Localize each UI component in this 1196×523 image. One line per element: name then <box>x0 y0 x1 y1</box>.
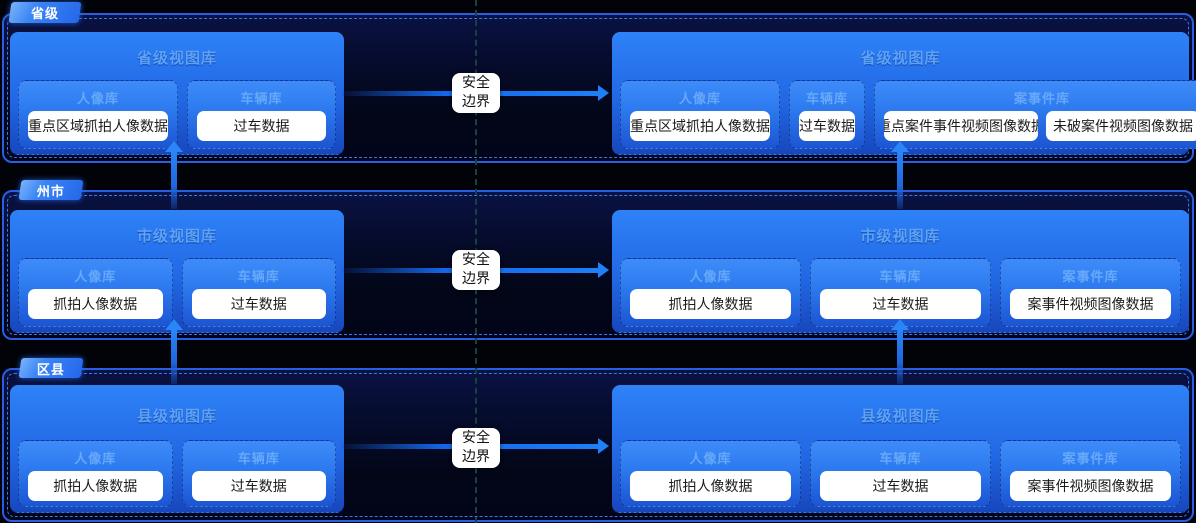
sub-library-vehicle: 车辆库 过车数据 <box>789 80 865 149</box>
tag-district: 区县 <box>18 358 84 378</box>
sub-library-title: 车辆库 <box>879 270 922 285</box>
library-title: 县级视图库 <box>136 407 217 425</box>
library-title: 市级视图库 <box>860 227 941 245</box>
sub-library-face: 人像库 抓拍人像数据 <box>18 258 173 327</box>
library-title: 省级视图库 <box>136 49 217 67</box>
sub-library-case: 案事件库 案事件视频图像数据 <box>1000 258 1181 327</box>
data-item: 过车数据 <box>799 111 855 141</box>
sub-library-title: 车辆库 <box>805 92 848 107</box>
data-item: 过车数据 <box>820 289 981 319</box>
data-item: 过车数据 <box>820 471 981 501</box>
city-left-library-box: 市级视图库 人像库 抓拍人像数据 车辆库 过车数据 <box>10 210 344 333</box>
provincial-left-library-box: 省级视图库 人像库 重点区域抓拍人像数据 车辆库 过车数据 <box>10 32 344 155</box>
sub-library-title: 人像库 <box>689 270 732 285</box>
security-boundary-label: 安全边界 <box>452 73 500 113</box>
sub-library-vehicle: 车辆库 过车数据 <box>810 258 991 327</box>
provincial-right-library-box: 省级视图库 人像库 重点区域抓拍人像数据 车辆库 过车数据 案事件库 重点案件事… <box>612 32 1196 155</box>
sub-library-face: 人像库 抓拍人像数据 <box>18 440 173 507</box>
sub-library-title: 人像库 <box>74 452 117 467</box>
security-boundary-label: 安全边界 <box>452 428 500 468</box>
data-item: 过车数据 <box>191 289 326 319</box>
city-right-library-box: 市级视图库 人像库 抓拍人像数据 车辆库 过车数据 案事件库 案事件视频图像数据 <box>612 210 1189 333</box>
sub-library-title: 车辆库 <box>240 92 283 107</box>
tier-prefecture: 市级视图库 人像库 抓拍人像数据 车辆库 过车数据 市级视图库 人像库 抓拍人像… <box>2 190 1194 340</box>
arrow-city-to-provincial-left <box>165 141 183 209</box>
tag-provincial: 省级 <box>8 2 82 23</box>
sub-library-vehicle: 车辆库 过车数据 <box>181 440 336 507</box>
data-item: 过车数据 <box>197 111 326 141</box>
sub-library-vehicle: 车辆库 过车数据 <box>810 440 991 507</box>
tag-prefecture: 州市 <box>18 180 84 200</box>
data-item: 过车数据 <box>191 471 326 501</box>
library-title: 县级视图库 <box>860 407 941 425</box>
sub-library-case: 案事件库 重点案件事件视频图像数据 未破案件视频图像数据 <box>874 80 1196 149</box>
sub-library-face: 人像库 抓拍人像数据 <box>620 440 801 507</box>
data-item: 抓拍人像数据 <box>28 289 163 319</box>
data-item: 重点区域抓拍人像数据 <box>630 111 770 141</box>
library-title: 省级视图库 <box>860 49 941 67</box>
sub-library-title: 案事件库 <box>1013 92 1070 107</box>
arrow-county-to-city-left <box>165 319 183 384</box>
sub-library-face: 人像库 抓拍人像数据 <box>620 258 801 327</box>
sub-library-title: 人像库 <box>678 92 721 107</box>
sub-library-title: 人像库 <box>76 92 119 107</box>
sub-library-title: 车辆库 <box>879 452 922 467</box>
sub-library-title: 人像库 <box>689 452 732 467</box>
data-item: 抓拍人像数据 <box>28 471 163 501</box>
sub-library-face: 人像库 重点区域抓拍人像数据 <box>18 80 178 149</box>
data-item: 案事件视频图像数据 <box>1010 289 1171 319</box>
county-right-library-box: 县级视图库 人像库 抓拍人像数据 车辆库 过车数据 案事件库 案事件视频图像数据 <box>612 385 1189 513</box>
sub-library-title: 案事件库 <box>1062 270 1119 285</box>
library-title: 市级视图库 <box>136 227 217 245</box>
security-boundary-label: 安全边界 <box>452 250 500 290</box>
sub-library-vehicle: 车辆库 过车数据 <box>187 80 336 149</box>
data-item: 未破案件视频图像数据 <box>1046 111 1196 141</box>
arrow-county-to-city-right <box>891 319 909 384</box>
sub-library-case: 案事件库 案事件视频图像数据 <box>1000 440 1181 507</box>
sub-library-vehicle: 车辆库 过车数据 <box>181 258 336 327</box>
sub-library-title: 案事件库 <box>1062 452 1119 467</box>
sub-library-title: 人像库 <box>74 270 117 285</box>
data-item: 重点案件事件视频图像数据 <box>884 111 1038 141</box>
county-left-library-box: 县级视图库 人像库 抓拍人像数据 车辆库 过车数据 <box>10 385 344 513</box>
sub-library-face: 人像库 重点区域抓拍人像数据 <box>620 80 780 149</box>
sub-library-title: 车辆库 <box>237 452 280 467</box>
data-item: 抓拍人像数据 <box>630 289 791 319</box>
tier-provincial: 省级视图库 人像库 重点区域抓拍人像数据 车辆库 过车数据 省级视图库 人像库 … <box>2 13 1196 163</box>
data-item: 抓拍人像数据 <box>630 471 791 501</box>
sub-library-title: 车辆库 <box>237 270 280 285</box>
data-item: 案事件视频图像数据 <box>1010 471 1171 501</box>
data-item: 重点区域抓拍人像数据 <box>28 111 168 141</box>
arrow-city-to-provincial-right <box>891 141 909 209</box>
